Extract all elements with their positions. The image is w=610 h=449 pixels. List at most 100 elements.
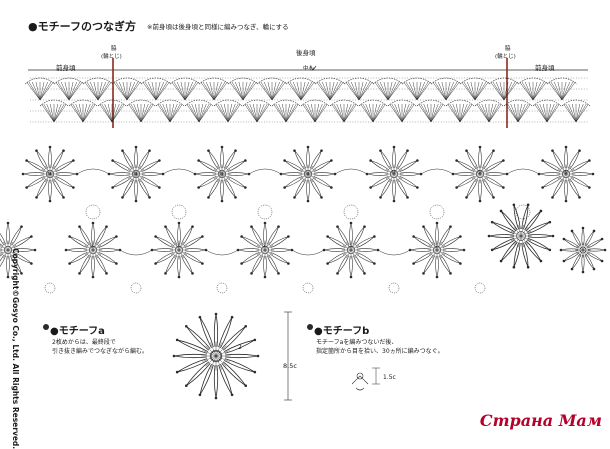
motif-bottom-row [322,221,380,279]
edging-fan [227,77,259,101]
connector-motif-b [257,204,273,220]
motif-a-dimension: 8.5c [283,362,297,370]
motif-bottom-row [64,221,122,279]
title-note: ※前身頃は後身頃と同様に編みつなぎ、輪にする [147,23,289,31]
motif-number-8: ⑧ [563,170,568,176]
edging-fan [140,77,172,101]
join-chain [506,168,540,175]
connector-motif-b [515,204,531,220]
motif-number-14: ⑭ [47,172,53,178]
edging-fan [97,99,127,123]
label-center: 中心 [303,66,315,72]
edging-fan [24,77,56,101]
motif-top-row [365,145,423,203]
motif-bottom-row [236,221,294,279]
edging-fan [126,99,156,123]
motif-b-bullet [307,324,313,330]
edging-fan [184,99,214,123]
site-watermark: Страна Мам [479,411,602,430]
edging-fan [372,77,404,101]
join-chain [420,168,454,175]
join-chain [248,168,282,175]
connector-lower [44,282,56,294]
edging-fan [488,77,520,101]
edging-fan [416,99,446,123]
motif-bottom-left-partial [0,221,37,279]
join-chain [162,168,196,175]
connector-lower [302,282,314,294]
join-chain [291,249,325,256]
edging-fan [358,99,388,123]
copyright-notice: Copyright©Gosyo Co., Ltd. All Rights Res… [11,248,20,449]
motif-a-title: ●モチーフa [50,326,105,337]
edging-fan [401,77,433,101]
edging-fan [503,99,533,123]
edging-fan [169,77,201,101]
label-side-left-sub: (輪とじ) [101,54,122,60]
motif-number-13: ⑬ [133,172,139,178]
motif-a-sample [172,312,260,400]
motif-a-round-label: 2 [238,344,242,351]
motif-bottom-row [150,221,208,279]
edging-fan [300,99,330,123]
center-mark [309,65,317,71]
motif-top-row [537,145,595,203]
motif-number-5: ⑤ [176,244,181,250]
join-chain [377,249,411,256]
label-back: 後身頃 [296,49,316,57]
motif-number-10: ⑩ [391,170,396,176]
motif-top-row [279,145,337,203]
label-side-right: 脇 [505,46,511,52]
motif-a-desc-2: 引き抜き編みでつなぎながら編む。 [52,348,149,355]
motif-b-desc-1: モチーフaを編みつないだ後、 [316,339,398,346]
connector-lower [130,282,142,294]
connector-lower [388,282,400,294]
motif-a-center-ring [210,350,222,362]
motif-a-bullet [43,324,49,330]
motif-bottom-row [408,221,466,279]
connector-motif-b [171,204,187,220]
page-title: ●モチーフのつなぎ方 [28,20,136,33]
motif-highlighted [487,203,555,269]
edging-fan [387,99,417,123]
connector-lower [216,282,228,294]
motif-a-desc-1: 2枚めからは、最終段で [52,339,116,346]
edging-fan [532,99,562,123]
motif-b-stitches [351,375,369,385]
label-side-left: 脇 [111,46,117,52]
motif-number-11: ⑪ [305,172,311,178]
crochet-joining-diagram [0,58,607,401]
motif-number-3: ③ [348,244,353,250]
edging-fan [155,99,185,123]
label-front-left: 前身頃 [56,64,76,72]
edging-fan [459,77,491,101]
motif-b-title: ●モチーフb [314,326,370,337]
motif-b-base [355,387,365,391]
edging-fan [517,77,549,101]
label-side-right-sub: (輪とじ) [495,54,516,60]
motif-top-row [107,145,165,203]
connector-motif-b [343,204,359,220]
connector-motif-b [429,204,445,220]
motif-number-6: ⑥ [90,244,95,250]
join-chain [76,168,110,175]
edging-fan [198,77,230,101]
motif-number-2: ② [434,244,439,250]
motif-top-row [21,145,79,203]
motif-b-ring [356,372,364,380]
connector-motif-b [85,204,101,220]
join-chain [205,249,239,256]
edging-fan [546,77,578,101]
edging-fan [329,99,359,123]
motif-number-12: ⑫ [219,172,225,178]
edging-fan [271,99,301,123]
edging-fan [343,77,375,101]
motif-bottom-right-partial [559,226,607,274]
join-chain [119,249,153,256]
join-chain [334,168,368,175]
edging-fan [314,77,346,101]
connector-lower [474,282,486,294]
edging-fan [82,77,114,101]
motif-number-9: ⑨ [477,170,482,176]
motif-number-4: ④ [262,244,267,250]
